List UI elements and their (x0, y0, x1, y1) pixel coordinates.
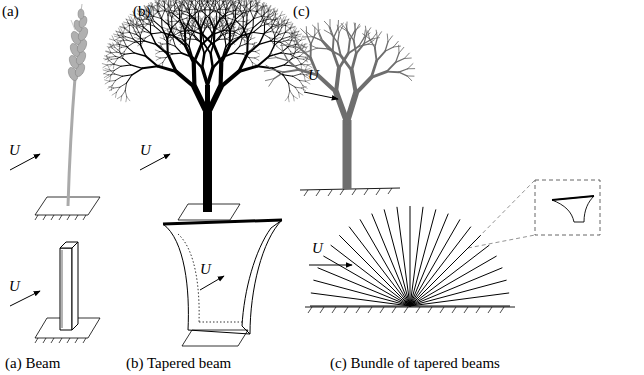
panel-caption: (c) Bundle of tapered beams (330, 356, 500, 371)
wind-label: U (312, 241, 323, 256)
wind-label: U (200, 262, 211, 277)
panel-caption: (a) Beam (5, 356, 60, 371)
beam-bundle (305, 180, 600, 313)
wheat-plant (35, 4, 100, 220)
wind-arrow (10, 92, 352, 306)
wind-label: U (308, 68, 319, 83)
wind-label: U (9, 143, 20, 158)
panel-caption: (b) Tapered beam (126, 356, 231, 371)
wind-label: U (9, 279, 20, 294)
panel-letter: (c) (293, 4, 310, 19)
panel-letter: (a) (2, 4, 19, 19)
wind-label: U (140, 143, 151, 158)
fractal-tree (102, 0, 312, 220)
beam-figure (35, 242, 100, 343)
panel-letter: (b) (133, 4, 151, 19)
tapered-beam (163, 220, 282, 346)
grey-tree (264, 19, 414, 196)
